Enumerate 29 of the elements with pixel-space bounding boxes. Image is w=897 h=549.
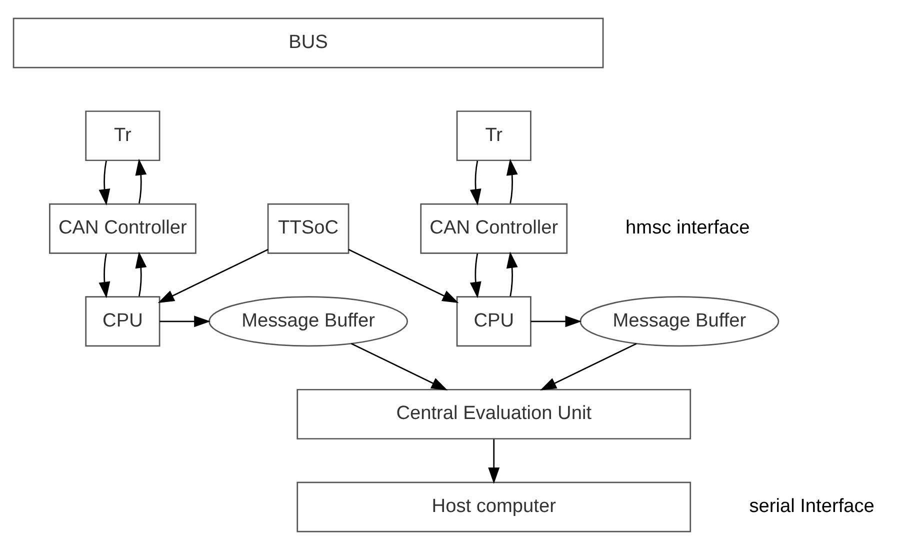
arrow — [506, 158, 518, 204]
arrow — [506, 251, 518, 296]
arrow — [470, 253, 482, 298]
label: hmsc interface — [626, 217, 750, 238]
node-box: BUS — [12, 17, 604, 68]
node-box: Tr — [456, 110, 532, 161]
arrow — [530, 315, 582, 327]
node-box: TTSoC — [267, 202, 350, 254]
arrow — [135, 251, 147, 296]
node-box: CAN Controller — [420, 202, 568, 254]
node-box: CPU — [456, 296, 532, 346]
arrow — [488, 438, 500, 484]
node-box: CAN Controller — [49, 202, 196, 254]
node-ellipse: Message Buffer — [208, 296, 408, 346]
node-box: CPU — [85, 296, 160, 346]
arrow — [540, 342, 637, 390]
arrow — [160, 315, 211, 327]
node-box: Host computer — [296, 481, 692, 532]
node-box: Tr — [85, 110, 160, 161]
node-box: Central Evaluation Unit — [296, 388, 692, 439]
arrow — [158, 248, 268, 302]
arrow — [470, 160, 482, 205]
arrow — [135, 158, 147, 204]
label: serial Interface — [749, 496, 874, 517]
arrow — [98, 160, 110, 205]
arrow — [98, 253, 110, 298]
node-ellipse: Message Buffer — [580, 296, 780, 346]
arrow — [348, 248, 459, 302]
arrow — [351, 342, 448, 390]
